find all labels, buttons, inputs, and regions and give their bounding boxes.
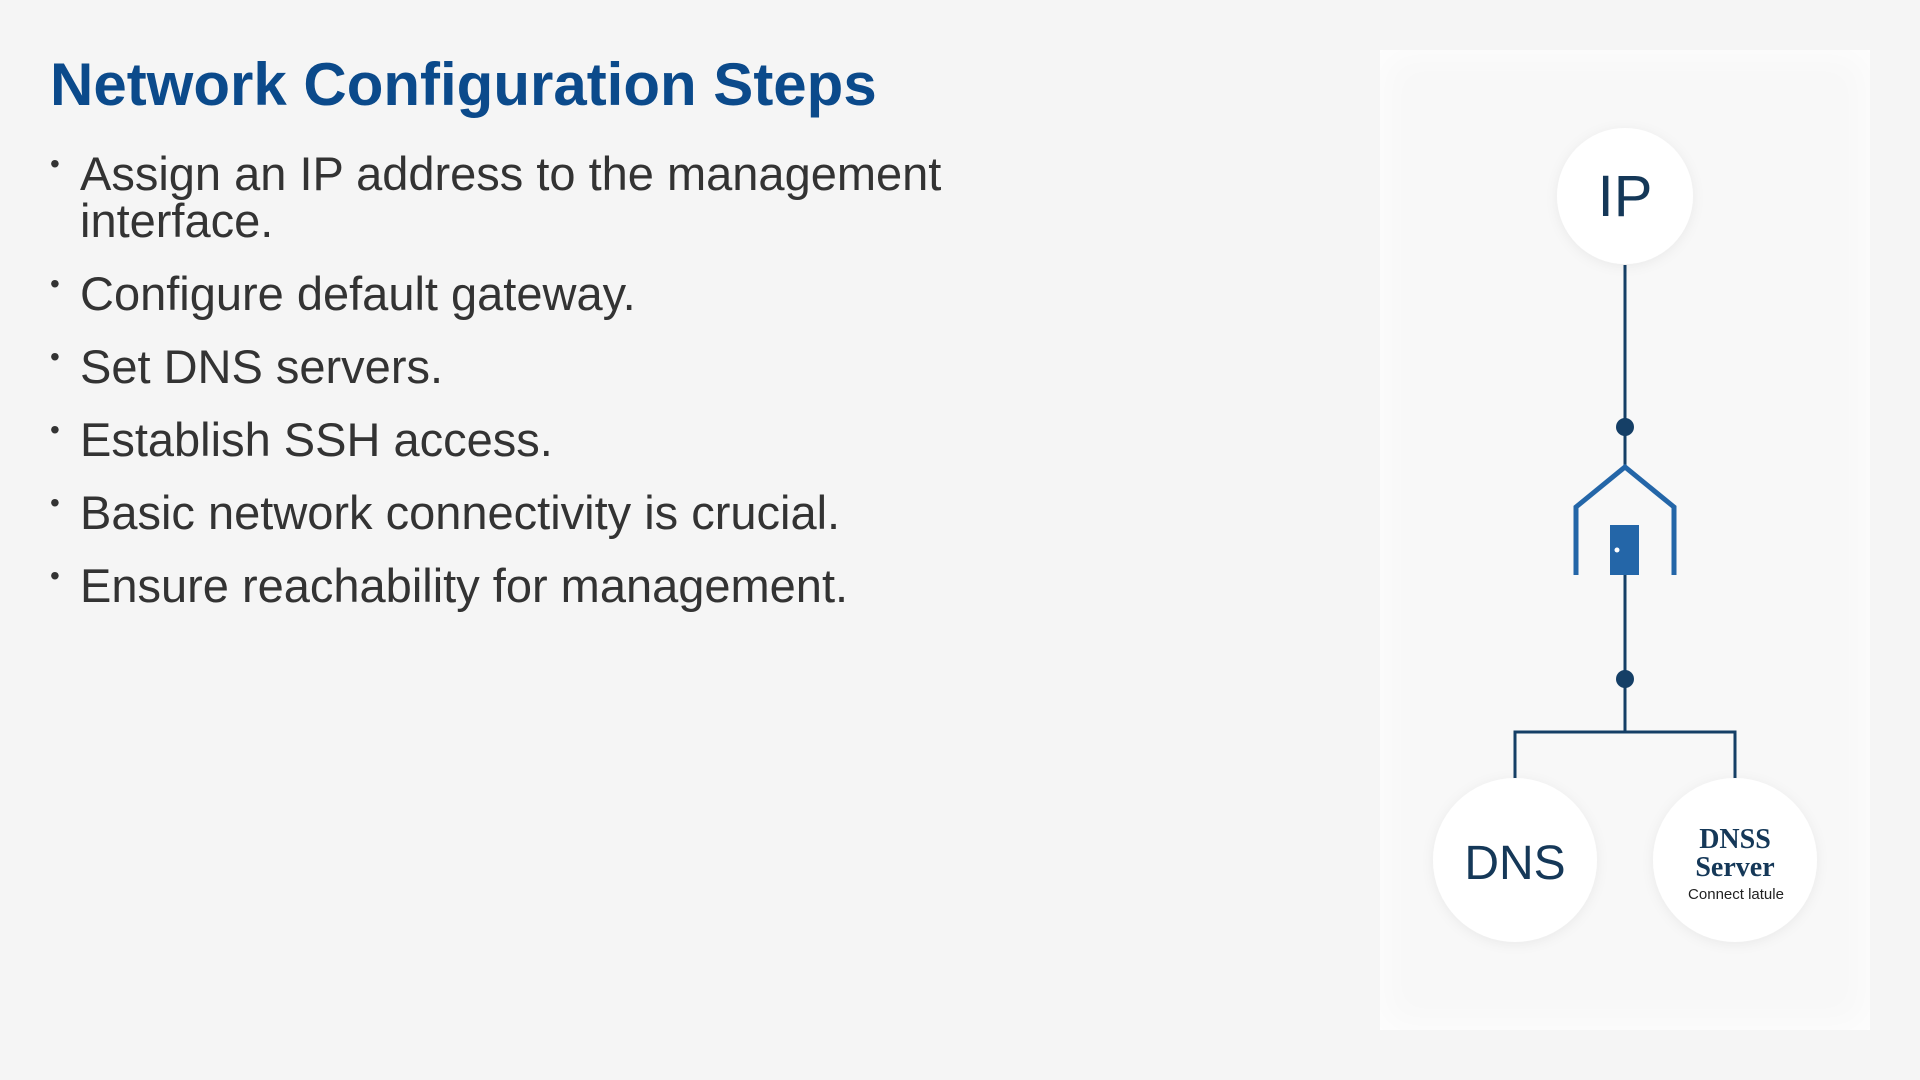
bullet-item: • Basic network connectivity is crucial.	[50, 486, 1030, 539]
junction-dot	[1616, 670, 1634, 688]
bullet-item: • Ensure reachability for management.	[50, 559, 1030, 612]
bullet-item: • Set DNS servers.	[50, 340, 1030, 393]
bullet-dot-icon: •	[50, 560, 60, 591]
bullet-list: • Assign an IP address to the management …	[50, 150, 1030, 635]
ip-node: IP	[1557, 128, 1693, 264]
bullet-text: Assign an IP address to the management i…	[80, 147, 942, 247]
bullet-item: • Establish SSH access.	[50, 413, 1030, 466]
bullet-text: Establish SSH access.	[80, 413, 553, 466]
dns-server-node: DNSS Server Connect latule	[1653, 778, 1817, 942]
dns-node-label: DNS	[1464, 837, 1565, 890]
bullet-dot-icon: •	[50, 148, 60, 179]
bullet-text: Ensure reachability for management.	[80, 559, 849, 612]
dns-node: DNS	[1433, 778, 1597, 942]
dns-server-caption: Connect latule	[1688, 886, 1784, 903]
bullet-item: • Assign an IP address to the management …	[50, 147, 1030, 247]
bullet-text: Set DNS servers.	[80, 340, 444, 393]
bullet-item: • Configure default gateway.	[50, 267, 1030, 320]
junction-dot	[1616, 418, 1634, 436]
bullet-dot-icon: •	[50, 487, 60, 518]
bullet-dot-icon: •	[50, 268, 60, 299]
dns-server-title-line2: Server	[1695, 852, 1774, 883]
bullet-dot-icon: •	[50, 414, 60, 445]
network-diagram: IP DNS DNSS Server Connect latule	[1433, 128, 1817, 942]
branch-connector	[1513, 730, 1737, 785]
gateway-house-icon	[1573, 463, 1677, 575]
slide-title: Network Configuration Steps	[50, 51, 877, 118]
ip-node-label: IP	[1598, 164, 1653, 229]
bullet-dot-icon: •	[50, 341, 60, 372]
diagram-panel: IP DNS DNSS Server Connect latule	[1380, 50, 1870, 1030]
bullet-text: Configure default gateway.	[80, 267, 636, 320]
dns-server-title-line1: DNSS	[1699, 824, 1771, 855]
bullet-text: Basic network connectivity is crucial.	[80, 486, 841, 539]
